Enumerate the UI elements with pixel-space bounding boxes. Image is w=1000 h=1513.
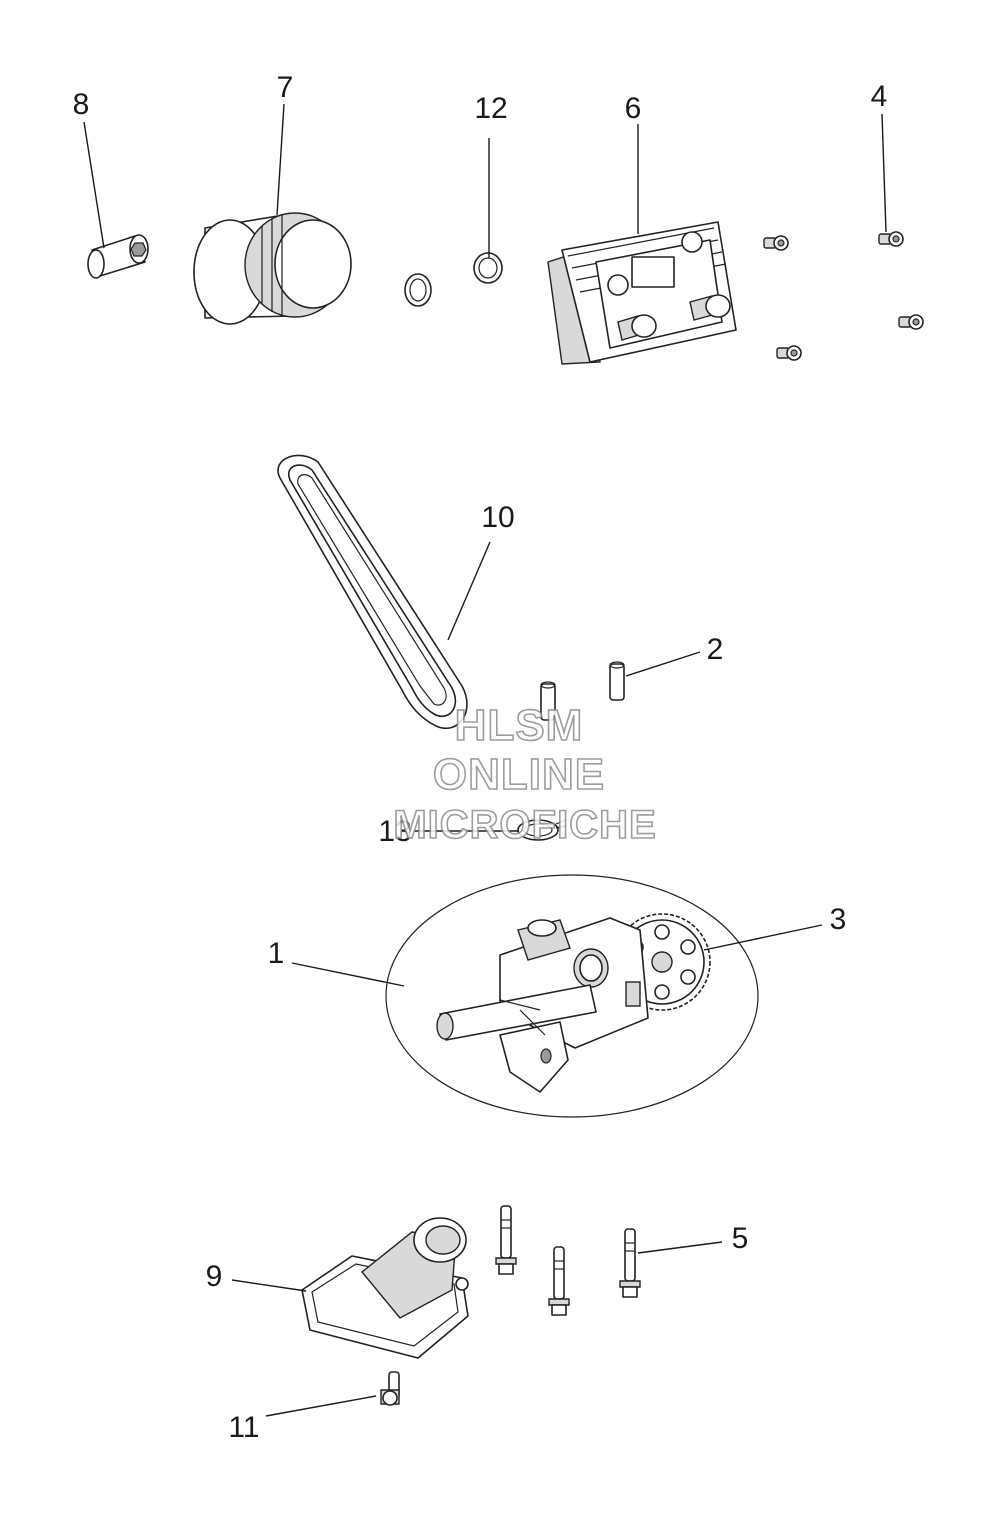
callout-10: 10 [481,501,514,534]
watermark: HLSM ONLINE MICROFICHE [393,700,657,848]
callout-2: 2 [707,633,724,666]
part-12-o-rings [404,252,503,307]
part-11-strainer-screw [380,1371,400,1406]
part-5-bolts [495,1205,641,1316]
callout-3: 3 [830,903,847,936]
part-4-screws [763,231,924,361]
callout-7: 7 [277,71,294,104]
watermark-line-2: ONLINE [433,750,605,799]
callout-13: 13 [378,815,411,848]
callout-11: 11 [228,1411,259,1444]
callout-4: 4 [871,80,888,113]
callout-6: 6 [625,92,642,125]
part-13-circlip [517,819,567,841]
part-6-oil-cooler [547,221,737,365]
watermark-line-1: HLSM [455,701,584,750]
callout-8: 8 [73,88,90,121]
callout-5: 5 [732,1222,749,1255]
callout-labels: 8 7 12 6 4 10 2 13 1 3 5 9 11 [73,71,888,1444]
part-10-drive-belt [277,454,468,729]
part-9-oil-strainer [301,1217,469,1359]
leader-lines [83,103,887,1417]
callout-9: 9 [206,1260,223,1293]
watermark-line-3: MICROFICHE [393,803,656,847]
callout-1: 1 [268,937,285,970]
part-2-dowel-pins [540,661,625,721]
part-7-oil-filter [193,212,352,325]
callout-12: 12 [474,92,507,125]
part-1-oil-pump-assembly [385,874,759,1118]
part-8-coupling-nut [87,234,149,279]
